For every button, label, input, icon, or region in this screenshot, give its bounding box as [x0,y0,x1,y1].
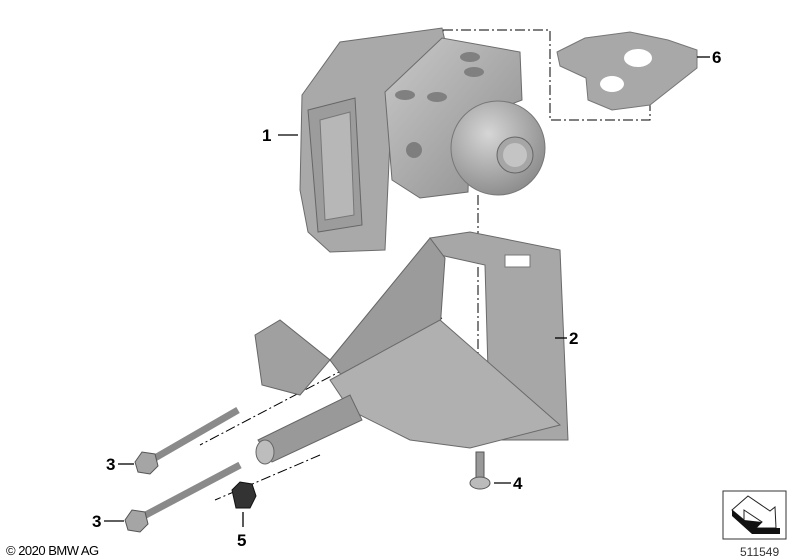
part-3-bolt-upper[interactable] [134,406,240,475]
part-6-mounting-plate[interactable] [556,31,698,111]
part-4-screw[interactable] [469,451,491,490]
copyright-text: © 2020 BMW AG [6,543,99,558]
part-1-abs-unit[interactable] [299,27,546,253]
callout-6[interactable]: 6 [697,48,721,67]
diagram-number: 511549 [740,545,779,559]
callout-3-upper[interactable]: 3 [106,455,134,474]
part-5-nut[interactable] [231,481,257,509]
callout-3-lower[interactable]: 3 [92,512,124,531]
callout-label: 3 [106,455,115,474]
callout-1[interactable]: 1 [262,126,298,145]
callout-label: 2 [569,329,578,348]
callout-4[interactable]: 4 [494,474,523,493]
part-3-bolt-lower[interactable] [124,461,242,533]
callout-label: 4 [513,474,523,493]
callout-5[interactable]: 5 [237,512,246,550]
callout-label: 5 [237,531,246,550]
callout-label: 1 [262,126,271,145]
callout-label: 6 [712,48,721,67]
arrow-direction-icon [722,490,787,540]
part-2-holder[interactable] [254,231,569,465]
callout-label: 3 [92,512,101,531]
callout-2[interactable]: 2 [555,329,578,348]
